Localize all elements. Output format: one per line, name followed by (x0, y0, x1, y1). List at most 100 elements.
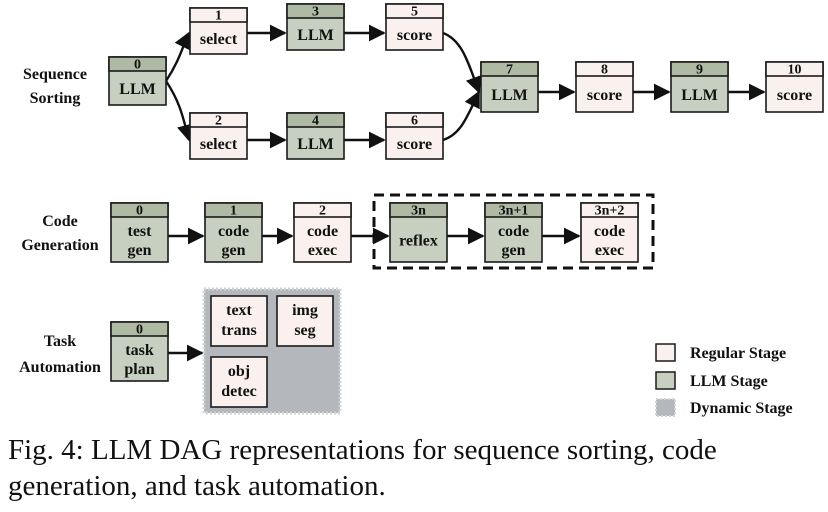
row-label-sequence-sorting-1: Sequence (23, 66, 87, 83)
legend-swatch-dynamic (655, 398, 676, 417)
stage-node-ss8: 8 score (575, 61, 634, 113)
stage-number: 3n (411, 204, 426, 219)
legend-swatch-regular (655, 343, 676, 362)
stage-label: code (307, 223, 338, 240)
stage-label: score (587, 87, 622, 104)
stage-label: exec (595, 242, 624, 259)
stage-header (108, 56, 167, 72)
edges (165, 24, 766, 362)
dynamic-item-label: text (226, 302, 252, 319)
nodes: 0LLM1select2select3LLM4LLM5score6score7L… (108, 3, 824, 382)
dynamic-item-label: detec (221, 383, 257, 400)
stage-node-cg4: 3n+1 code gen (484, 202, 543, 263)
stage-label: test (128, 223, 153, 240)
row-label-code-generation-1: Code (42, 213, 78, 230)
stage-label: score (397, 136, 432, 153)
stage-label: code (498, 223, 529, 240)
stage-header (293, 202, 352, 218)
stage-number: 9 (696, 63, 703, 78)
stage-header (110, 202, 169, 218)
stage-label: gen (128, 242, 152, 259)
stage-label: LLM (297, 136, 333, 153)
row-label-code-generation-2: Generation (21, 237, 98, 254)
legend-label-regular: Regular Stage (690, 345, 786, 362)
stage-header (286, 112, 345, 128)
stage-node-ss10: 10 score (765, 61, 824, 113)
stage-number: 1 (230, 204, 237, 219)
dynamic-item-text-trans: text trans (210, 295, 268, 347)
stage-label: exec (308, 242, 337, 259)
stage-node-cg5: 3n+2 code exec (580, 202, 639, 263)
stage-label: LLM (119, 81, 155, 98)
stage-header (385, 3, 444, 19)
stage-label: select (200, 31, 238, 48)
stage-label: code (594, 223, 625, 240)
stage-number: 8 (601, 63, 608, 78)
stage-label: LLM (297, 27, 333, 44)
stage-label: gen (502, 242, 526, 259)
edge-arrow (165, 80, 194, 142)
stage-number: 7 (506, 63, 513, 78)
stage-header (484, 202, 543, 218)
legend-label-dynamic: Dynamic Stage (690, 400, 793, 417)
stage-number: 3n+1 (499, 204, 529, 219)
stage-header (765, 61, 824, 77)
edge-arrow (442, 31, 482, 94)
stage-header (204, 202, 263, 218)
stage-node-ss2: 2 select (189, 112, 248, 160)
stage-number: 3 (312, 5, 319, 20)
stage-number: 0 (136, 323, 143, 338)
dynamic-item-box (210, 295, 268, 347)
edge-arrow (442, 90, 481, 142)
stage-header (189, 7, 248, 23)
dynamic-item-label: seg (294, 322, 315, 339)
legend-label-llm: LLM Stage (690, 373, 768, 390)
dynamic-item-box (210, 356, 268, 408)
stage-node-ss5: 5 score (385, 3, 444, 51)
stage-label: task (125, 342, 154, 359)
stage-node-cg1: 1 code gen (204, 202, 263, 263)
row-label-sequence-sorting-2: Sorting (30, 90, 81, 107)
dynamic-item-label: trans (221, 322, 257, 339)
stage-number: 2 (215, 114, 222, 129)
stage-label: code (218, 223, 249, 240)
figure-caption: Fig. 4: LLM DAG representations for sequ… (8, 434, 717, 502)
row-label-task-automation-1: Task (44, 333, 76, 350)
stage-label: LLM (681, 87, 717, 104)
stage-number: 6 (411, 114, 418, 129)
stage-number: 10 (788, 63, 802, 78)
stage-header (575, 61, 634, 77)
stage-label: gen (222, 242, 246, 259)
dynamic-item-label: img (292, 302, 318, 319)
stage-header (110, 321, 169, 337)
stage-label: plan (124, 361, 154, 378)
stage-label: select (200, 136, 238, 153)
stage-node-ss1: 1 select (189, 7, 248, 55)
dag-figure: Sequence Sorting Code Generation Task Au… (19, 3, 824, 417)
dynamic-items: text trans img seg obj detec (210, 295, 334, 408)
stage-header (189, 112, 248, 128)
stage-header (385, 112, 444, 128)
stage-number: 3n+2 (595, 204, 625, 219)
dynamic-item-label: obj (228, 363, 250, 380)
stage-node-cg0: 0 test gen (110, 202, 169, 263)
stage-number: 0 (136, 204, 143, 219)
edge-arrow (165, 31, 191, 82)
stage-number: 5 (411, 5, 418, 20)
dynamic-item-obj-detec: obj detec (210, 356, 268, 408)
stage-node-ta0: 0 task plan (110, 321, 169, 382)
stage-number: 2 (319, 204, 326, 219)
dynamic-item-box (276, 295, 334, 347)
stage-label: score (777, 87, 812, 104)
stage-header (670, 61, 729, 77)
stage-number: 1 (215, 9, 222, 24)
stage-label: score (397, 27, 432, 44)
row-label-task-automation-2: Automation (19, 359, 101, 376)
stage-number: 4 (312, 114, 319, 129)
